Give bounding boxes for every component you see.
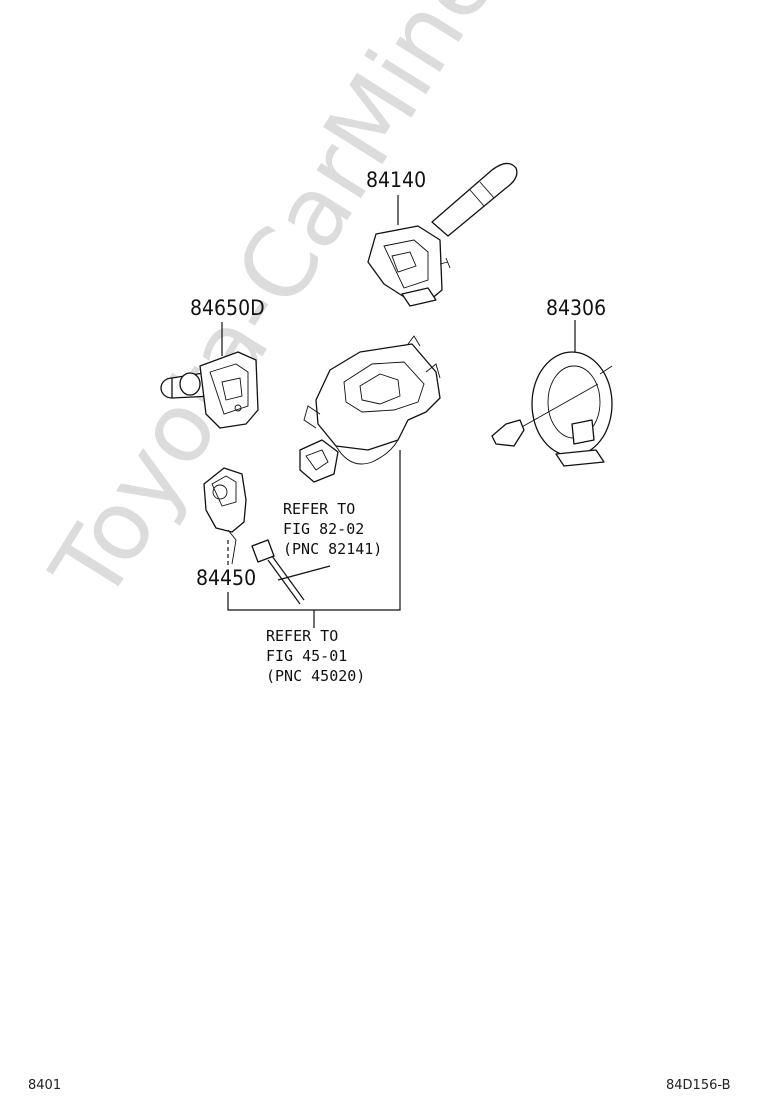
footer-right-code: 84D156-B [666,1078,731,1093]
part-number-84306[interactable]: 84306 [546,296,607,320]
part-number-84140[interactable]: 84140 [366,168,427,192]
reference-line: FIG 82-02 [283,520,365,538]
reference-line: FIG 45-01 [266,647,348,665]
reference-line: REFER TO [266,627,339,645]
reference-line: REFER TO [283,500,356,518]
part-84140-switch[interactable] [367,162,518,307]
part-number-84650D[interactable]: 84650D [190,296,265,320]
part-84450-switch[interactable] [203,467,305,605]
reference-line: (PNC 45020) [266,667,366,685]
reference-line: (PNC 82141) [283,540,383,558]
part-combination-switch-body[interactable] [299,335,441,483]
reference-fig-45-01[interactable]: REFER TO FIG 45-01 (PNC 45020) [266,626,365,686]
reference-fig-82-02[interactable]: REFER TO FIG 82-02 (PNC 82141) [283,499,382,559]
leader-ref-82 [277,565,331,581]
part-number-84450[interactable]: 84450 [196,566,257,590]
part-84650D-switch[interactable] [160,322,259,429]
part-84306-spiral-cable[interactable] [491,320,613,467]
footer-left-code: 8401 [28,1078,62,1093]
